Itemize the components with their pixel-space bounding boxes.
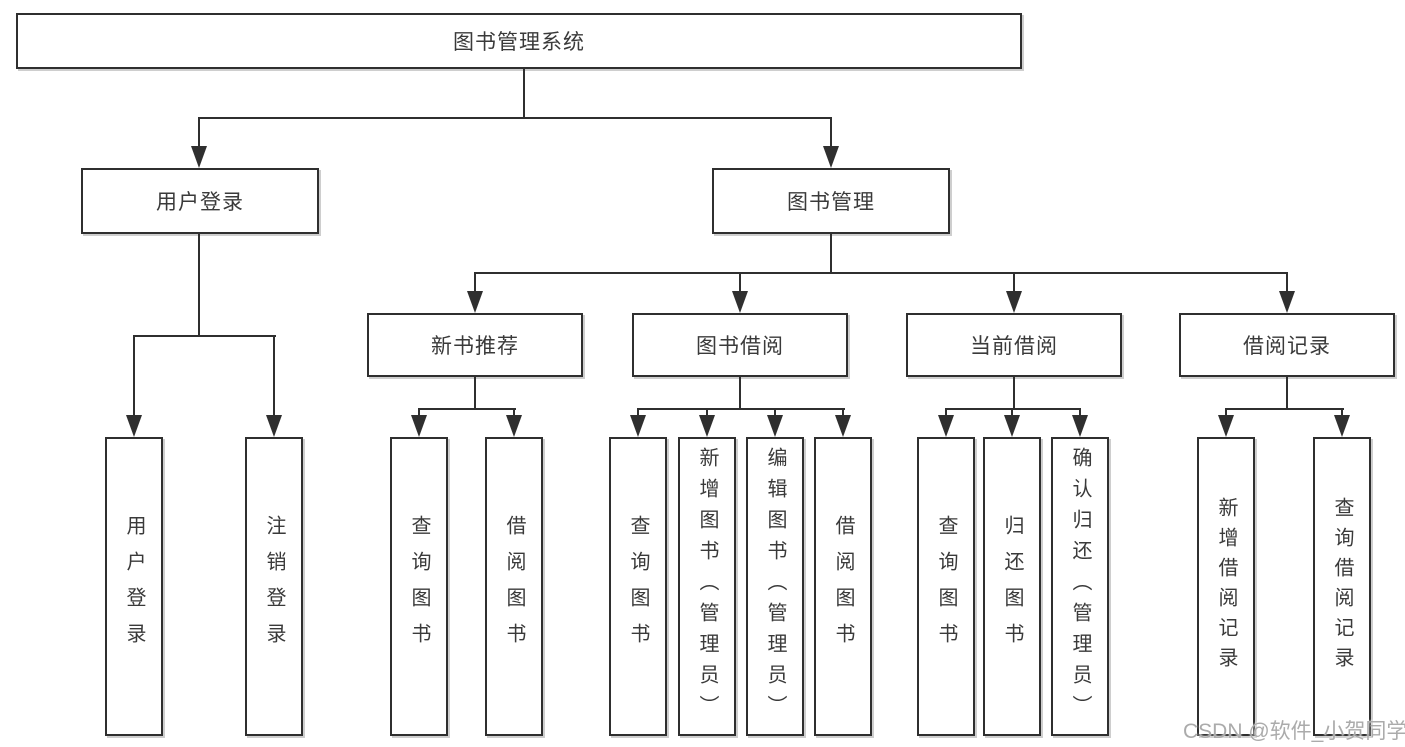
leaf-cb-query-books: 查询图书 xyxy=(917,437,975,736)
connector-new-book-stem xyxy=(474,376,476,410)
node-user-login: 用户登录 xyxy=(81,168,319,234)
leaf-bb-borrow-books: 借阅图书 xyxy=(814,437,872,736)
leaf-bb-borrow-books-label: 借阅图书 xyxy=(832,514,854,659)
connector-user-login-hline xyxy=(133,335,276,337)
leaf-cb-return-books: 归还图书 xyxy=(983,437,1041,736)
leaf-cb-return-books-label: 归还图书 xyxy=(1001,514,1023,659)
leaf-bb-add-books-admin: 新增图书（管理员） xyxy=(678,437,736,736)
leaf-logout: 注销登录 xyxy=(245,437,303,736)
leaf-cb-confirm-return-admin-label: 确认归还（管理员） xyxy=(1069,447,1091,726)
csdn-watermark: CSDN @软件_小贺同学 xyxy=(1183,720,1405,743)
arrowhead-down-icon xyxy=(126,337,142,437)
node-user-login-label: 用户登录 xyxy=(156,191,244,214)
leaf-bb-edit-books-admin: 编辑图书（管理员） xyxy=(746,437,804,736)
connector-user-login-stem xyxy=(198,233,200,337)
node-current-borrow-label: 当前借阅 xyxy=(970,335,1058,358)
connector-book-management-stem xyxy=(830,233,832,274)
arrowhead-down-icon xyxy=(1072,409,1088,437)
arrowhead-down-icon xyxy=(1218,409,1234,437)
arrowhead-down-icon xyxy=(630,409,646,437)
node-book-management-label: 图书管理 xyxy=(787,191,875,214)
node-new-book-recommend: 新书推荐 xyxy=(367,313,583,377)
node-book-borrow: 图书借阅 xyxy=(632,313,848,377)
leaf-br-query-record-label: 查询借阅记录 xyxy=(1331,496,1353,677)
connector-book-borrow-hline xyxy=(637,408,845,410)
connector-level2-hline xyxy=(198,117,832,119)
arrowhead-down-icon xyxy=(835,409,851,437)
leaf-nb-query-books-label: 查询图书 xyxy=(408,514,430,659)
arrowhead-down-icon xyxy=(266,337,282,437)
node-current-borrow: 当前借阅 xyxy=(906,313,1122,377)
connector-borrow-records-hline xyxy=(1225,408,1344,410)
leaf-br-add-record: 新增借阅记录 xyxy=(1197,437,1255,736)
leaf-user-login-label: 用户登录 xyxy=(123,514,145,659)
arrowhead-down-icon xyxy=(467,273,483,313)
arrowhead-down-icon xyxy=(938,409,954,437)
arrowhead-down-icon xyxy=(732,273,748,313)
leaf-bb-query-books: 查询图书 xyxy=(609,437,667,736)
connector-book-borrow-stem xyxy=(739,376,741,410)
leaf-bb-add-books-admin-label: 新增图书（管理员） xyxy=(696,447,718,726)
connector-borrow-records-stem xyxy=(1286,376,1288,410)
arrowhead-down-icon xyxy=(767,409,783,437)
leaf-br-query-record: 查询借阅记录 xyxy=(1313,437,1371,736)
leaf-cb-query-books-label: 查询图书 xyxy=(935,514,957,659)
node-new-book-recommend-label: 新书推荐 xyxy=(431,335,519,358)
arrowhead-down-icon xyxy=(699,409,715,437)
node-book-borrow-label: 图书借阅 xyxy=(696,335,784,358)
arrowhead-down-icon xyxy=(411,409,427,437)
node-borrow-records-label: 借阅记录 xyxy=(1243,335,1331,358)
connector-current-borrow-hline xyxy=(945,408,1081,410)
arrowhead-down-icon xyxy=(1006,273,1022,313)
arrowhead-down-icon xyxy=(1004,409,1020,437)
leaf-bb-query-books-label: 查询图书 xyxy=(627,514,649,659)
node-root-label: 图书管理系统 xyxy=(453,31,585,54)
leaf-cb-confirm-return-admin: 确认归还（管理员） xyxy=(1051,437,1109,736)
node-borrow-records: 借阅记录 xyxy=(1179,313,1395,377)
arrowhead-down-icon xyxy=(506,409,522,437)
leaf-user-login: 用户登录 xyxy=(105,437,163,736)
leaf-nb-query-books: 查询图书 xyxy=(390,437,448,736)
leaf-nb-borrow-books: 借阅图书 xyxy=(485,437,543,736)
arrowhead-down-icon xyxy=(823,118,839,168)
connector-new-book-hline xyxy=(418,408,516,410)
leaf-br-add-record-label: 新增借阅记录 xyxy=(1215,496,1237,677)
node-book-management: 图书管理 xyxy=(712,168,950,234)
arrowhead-down-icon xyxy=(1334,409,1350,437)
arrowhead-down-icon xyxy=(1279,273,1295,313)
leaf-bb-edit-books-admin-label: 编辑图书（管理员） xyxy=(764,447,786,726)
leaf-nb-borrow-books-label: 借阅图书 xyxy=(503,514,525,659)
arrowhead-down-icon xyxy=(191,118,207,168)
connector-level3-hline xyxy=(474,272,1288,274)
connector-root-stem xyxy=(523,68,525,118)
connector-current-borrow-stem xyxy=(1013,376,1015,410)
node-root: 图书管理系统 xyxy=(16,13,1022,69)
leaf-logout-label: 注销登录 xyxy=(263,514,285,659)
